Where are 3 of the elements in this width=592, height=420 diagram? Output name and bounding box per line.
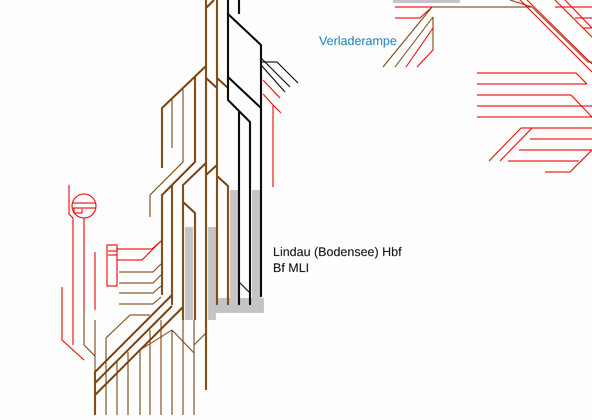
place-label: Verladerampe xyxy=(319,33,397,49)
station-label: Lindau (Bodensee) Hbf xyxy=(273,244,402,260)
station-label: Bf MLI xyxy=(273,260,310,276)
